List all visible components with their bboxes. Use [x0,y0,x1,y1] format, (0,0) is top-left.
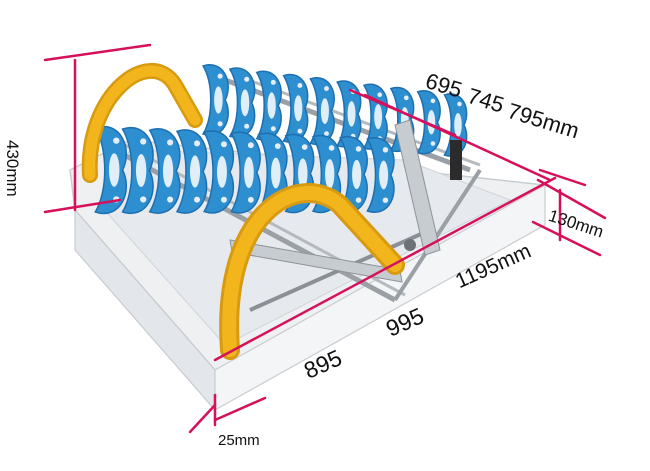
hinge-arm-icon [229,119,462,283]
height-label: 430mm [3,140,22,197]
ladder-tread-icon [309,77,335,146]
ladder-tread-icon [416,89,441,155]
ladder-tread-icon [282,73,309,143]
ladder-tread-icon [203,130,235,214]
ladder-tread-icon [228,67,256,139]
ladder-treads [94,64,468,215]
ladder-tread-icon [148,128,181,214]
ladder-tread-icon [175,129,208,214]
ladder-tread-icon [366,137,395,213]
ladder-tread-icon [121,126,154,215]
frame-label: 25mm [218,432,260,449]
ladder-tread-icon [230,131,261,214]
ladder-tread-icon [201,64,229,136]
dimension-arrow-icon [43,43,607,434]
ladder-tread-icon [255,70,282,141]
handrail-icon [81,63,405,360]
ladder-tread-icon [339,135,368,214]
